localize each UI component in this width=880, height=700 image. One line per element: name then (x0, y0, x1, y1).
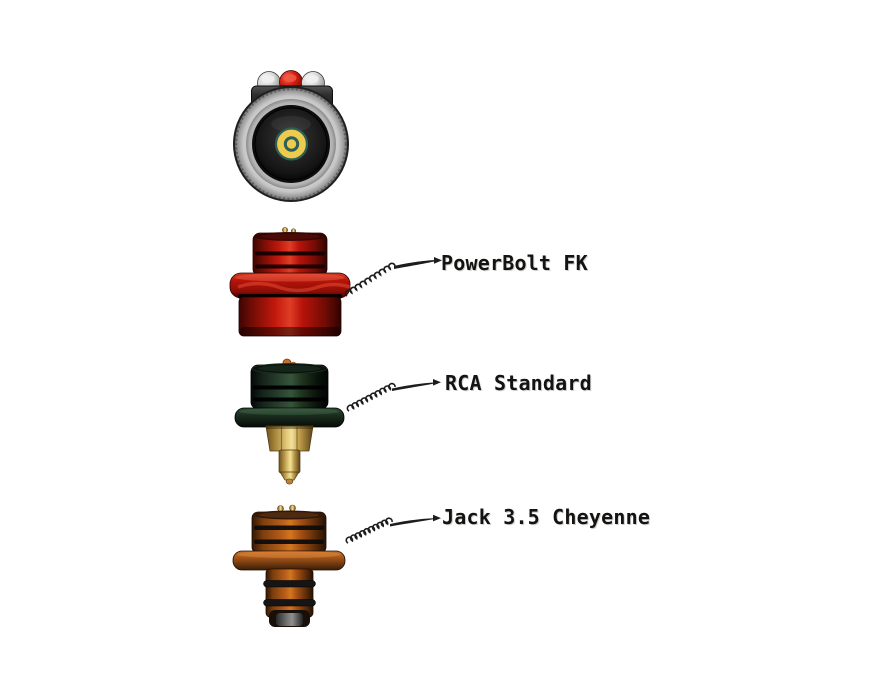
face-highlight (271, 116, 311, 132)
hex-top-shadow (266, 426, 313, 429)
cap-groove (253, 397, 326, 402)
top-screw (289, 504, 296, 512)
cap-groove (254, 539, 324, 544)
orange-cap-top-inner (259, 512, 319, 518)
callout-label-rca-standard: RCA Standard (445, 371, 592, 395)
powerbolt-fk-connector (229, 227, 351, 337)
shaft-o-ring (263, 599, 316, 607)
brass-pin (278, 449, 301, 474)
cap-groove (253, 385, 326, 390)
leader-arrowhead (433, 514, 441, 522)
shaft-tip-metal (276, 613, 303, 626)
green-cap-top-inner (258, 365, 321, 372)
flange-sheen (235, 273, 345, 282)
callout-leader-lines (344, 257, 442, 544)
knurled-edge-texture (234, 87, 348, 201)
brass-hex-section (265, 425, 314, 452)
leader-shaft (394, 259, 441, 269)
red-cap-top-inner (260, 233, 320, 240)
leader-shaft (392, 382, 440, 391)
leader-line-jack (345, 514, 441, 544)
cap-groove (254, 525, 324, 530)
leader-line-rca (346, 379, 441, 412)
flange-wavy-highlight (237, 281, 351, 293)
jack-shaft (265, 568, 314, 618)
pin-taper (279, 471, 300, 481)
leader-shaft (390, 518, 440, 527)
red-barrel (238, 296, 342, 337)
jack-3-5-cheyenne-connector (232, 504, 346, 627)
center-contact-ring (283, 136, 300, 152)
shaft-o-ring (263, 580, 316, 588)
flange-sheen (237, 551, 341, 558)
red-button-highlight (283, 74, 297, 82)
callout-label-powerbolt-fk: PowerBolt FK (441, 251, 588, 275)
leader-coil (345, 517, 393, 544)
top-screw (282, 227, 288, 233)
leader-coil (344, 262, 396, 297)
silver-button-left-highlight (261, 75, 275, 83)
cap-groove (255, 264, 325, 269)
rca-standard-connector (234, 358, 345, 485)
pin-tip-dot (288, 481, 291, 485)
leader-coil (346, 382, 396, 412)
flange-sheen (239, 408, 339, 415)
leader-line-powerbolt (344, 257, 442, 297)
leader-arrowhead (433, 379, 441, 386)
magnetic-connector-top-view (233, 70, 349, 202)
callout-label-jack-3-5-cheyenne: Jack 3.5 Cheyenne (442, 505, 651, 529)
barrel-bottom-shade (240, 327, 340, 336)
silver-button-right-highlight (305, 75, 319, 83)
cap-groove (255, 251, 325, 256)
leader-arrowhead (434, 257, 442, 264)
